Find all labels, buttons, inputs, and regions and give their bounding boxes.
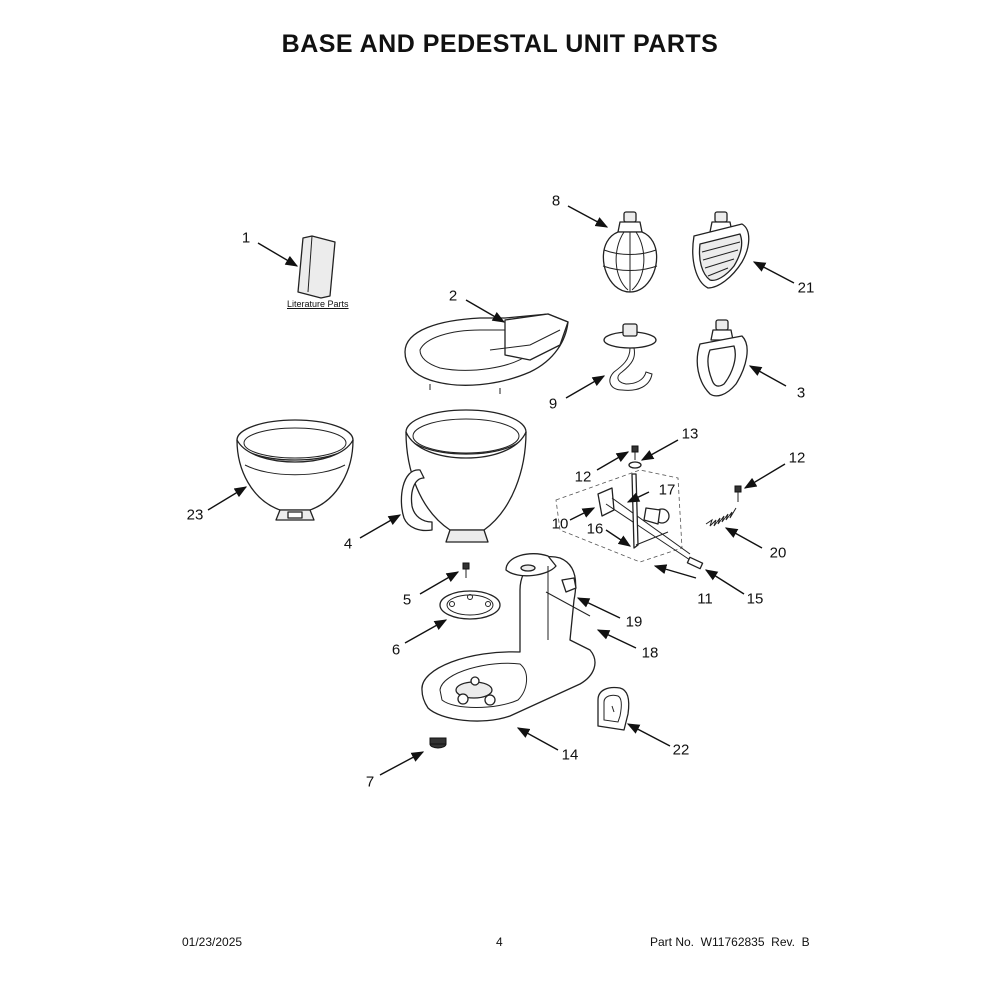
callout-11: 11 xyxy=(697,590,713,608)
callout-22: 22 xyxy=(672,741,690,759)
callout-12-right: 12 xyxy=(788,449,806,467)
footer-date: 01/23/2025 xyxy=(182,935,243,949)
part-screw-12 xyxy=(734,485,742,502)
footer-part-number: Part No. W11762835 Rev. B xyxy=(650,935,810,949)
callout-21: 21 xyxy=(797,279,815,297)
callout-12-left: 12 xyxy=(574,468,592,486)
part-screw-13 xyxy=(628,445,642,469)
callout-10: 10 xyxy=(551,515,569,533)
part-bowl-alternate xyxy=(236,419,354,521)
callout-18: 18 xyxy=(641,644,659,662)
part-screw-5 xyxy=(462,562,470,578)
callout-5: 5 xyxy=(402,591,412,609)
part-foot-7 xyxy=(429,737,447,749)
callout-16: 16 xyxy=(586,520,604,538)
callout-17: 17 xyxy=(658,481,676,499)
callout-6: 6 xyxy=(391,641,401,659)
page-title: BASE AND PEDESTAL UNIT PARTS xyxy=(281,30,719,58)
part-flat-beater xyxy=(696,319,748,397)
part-clamp-plate-6 xyxy=(439,590,501,620)
part-dough-hook xyxy=(603,323,657,391)
callout-leaders xyxy=(207,205,795,776)
callout-7: 7 xyxy=(365,773,375,791)
callout-8: 8 xyxy=(551,192,561,210)
part-pouring-shield xyxy=(404,313,569,394)
callout-2: 2 xyxy=(448,287,458,305)
part-wire-whip xyxy=(602,211,658,293)
callout-9: 9 xyxy=(548,395,558,413)
callout-3: 3 xyxy=(796,384,806,402)
callout-19: 19 xyxy=(625,613,643,631)
callout-13: 13 xyxy=(681,425,699,443)
part-flex-edge-beater xyxy=(692,211,750,289)
callout-23: 23 xyxy=(186,506,204,524)
part-spring-20 xyxy=(705,507,737,527)
footer-page-number: 4 xyxy=(496,935,503,949)
callout-15: 15 xyxy=(746,590,764,608)
callout-1: 1 xyxy=(241,229,251,247)
literature-parts-label: Literature Parts xyxy=(287,299,349,309)
part-lever-assembly xyxy=(597,473,691,561)
callout-4: 4 xyxy=(343,535,353,553)
part-literature xyxy=(297,235,336,299)
callout-14: 14 xyxy=(561,746,579,764)
callout-20: 20 xyxy=(769,544,787,562)
part-pedestal-base xyxy=(421,553,596,722)
part-trim-22 xyxy=(597,686,630,731)
part-mixing-bowl xyxy=(400,409,527,543)
part-pin-15 xyxy=(686,556,704,570)
